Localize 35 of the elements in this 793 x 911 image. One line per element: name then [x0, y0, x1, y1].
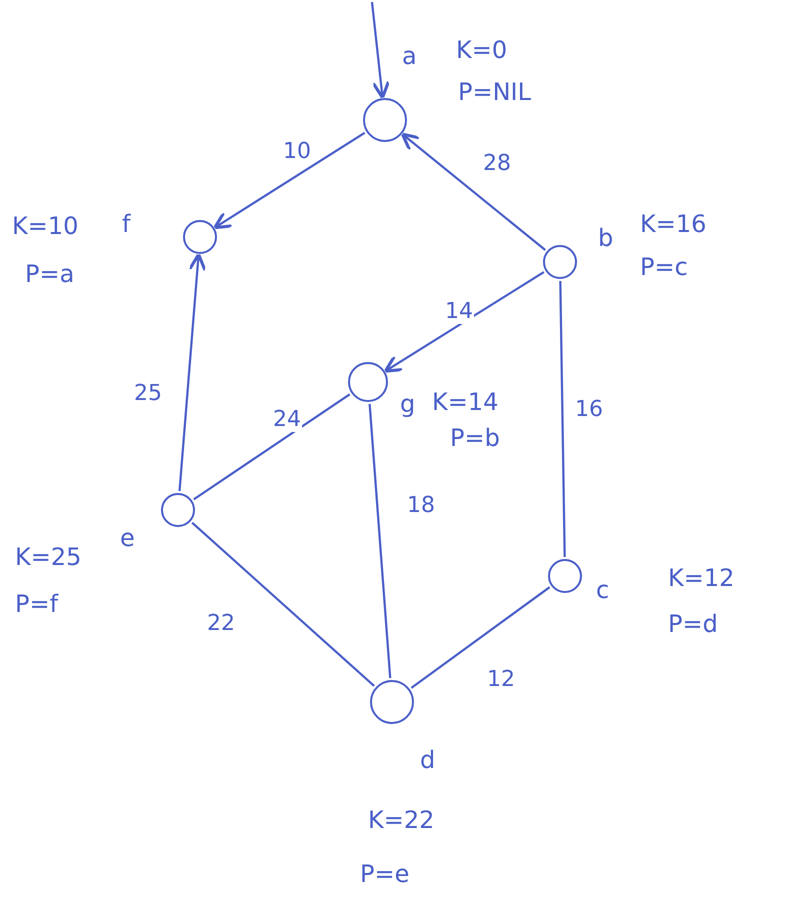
- vertex-annotation: d: [420, 748, 436, 772]
- vertex-annotation: K=0: [456, 38, 508, 62]
- vertex-circle: [370, 680, 414, 724]
- edge-label: 24: [272, 408, 302, 432]
- arrow: [384, 271, 544, 373]
- vertex-annotation: P=a: [25, 262, 74, 286]
- edge-label: 14: [444, 300, 474, 324]
- vertex-annotation: P=d: [668, 612, 718, 636]
- vertex-annotation: P=b: [450, 426, 500, 450]
- vertex-annotation: P=f: [15, 592, 58, 616]
- vertex-annotation: f: [122, 212, 130, 236]
- vertex-annotation: K=22: [368, 808, 434, 832]
- vertex-annotation: K=14: [432, 390, 498, 414]
- vertex-circle: [161, 493, 195, 527]
- vertex-annotation: e: [120, 526, 135, 550]
- vertex-circle: [543, 245, 577, 279]
- vertex-circle: [183, 220, 217, 254]
- arrow: [213, 132, 366, 230]
- vertex-annotation: g: [400, 392, 416, 416]
- vertex-annotation: b: [598, 226, 614, 250]
- vertex-circle: [548, 559, 582, 593]
- vertex-circle: [348, 362, 388, 402]
- vertex-circle: [363, 98, 407, 142]
- vertex-annotation: c: [596, 578, 610, 602]
- vertex-annotation: P=e: [360, 862, 410, 886]
- vertex-annotation: K=16: [640, 212, 706, 236]
- vertex-annotation: P=NIL: [458, 80, 531, 104]
- vertex-annotation: a: [402, 44, 417, 68]
- vertex-annotation: K=10: [12, 214, 78, 238]
- vertex-annotation: P=c: [640, 255, 688, 279]
- arrow: [400, 132, 546, 251]
- arrow: [370, 2, 390, 100]
- vertex-annotation: K=25: [15, 545, 82, 569]
- vertex-annotation: K=12: [668, 566, 734, 590]
- arrow: [178, 252, 207, 492]
